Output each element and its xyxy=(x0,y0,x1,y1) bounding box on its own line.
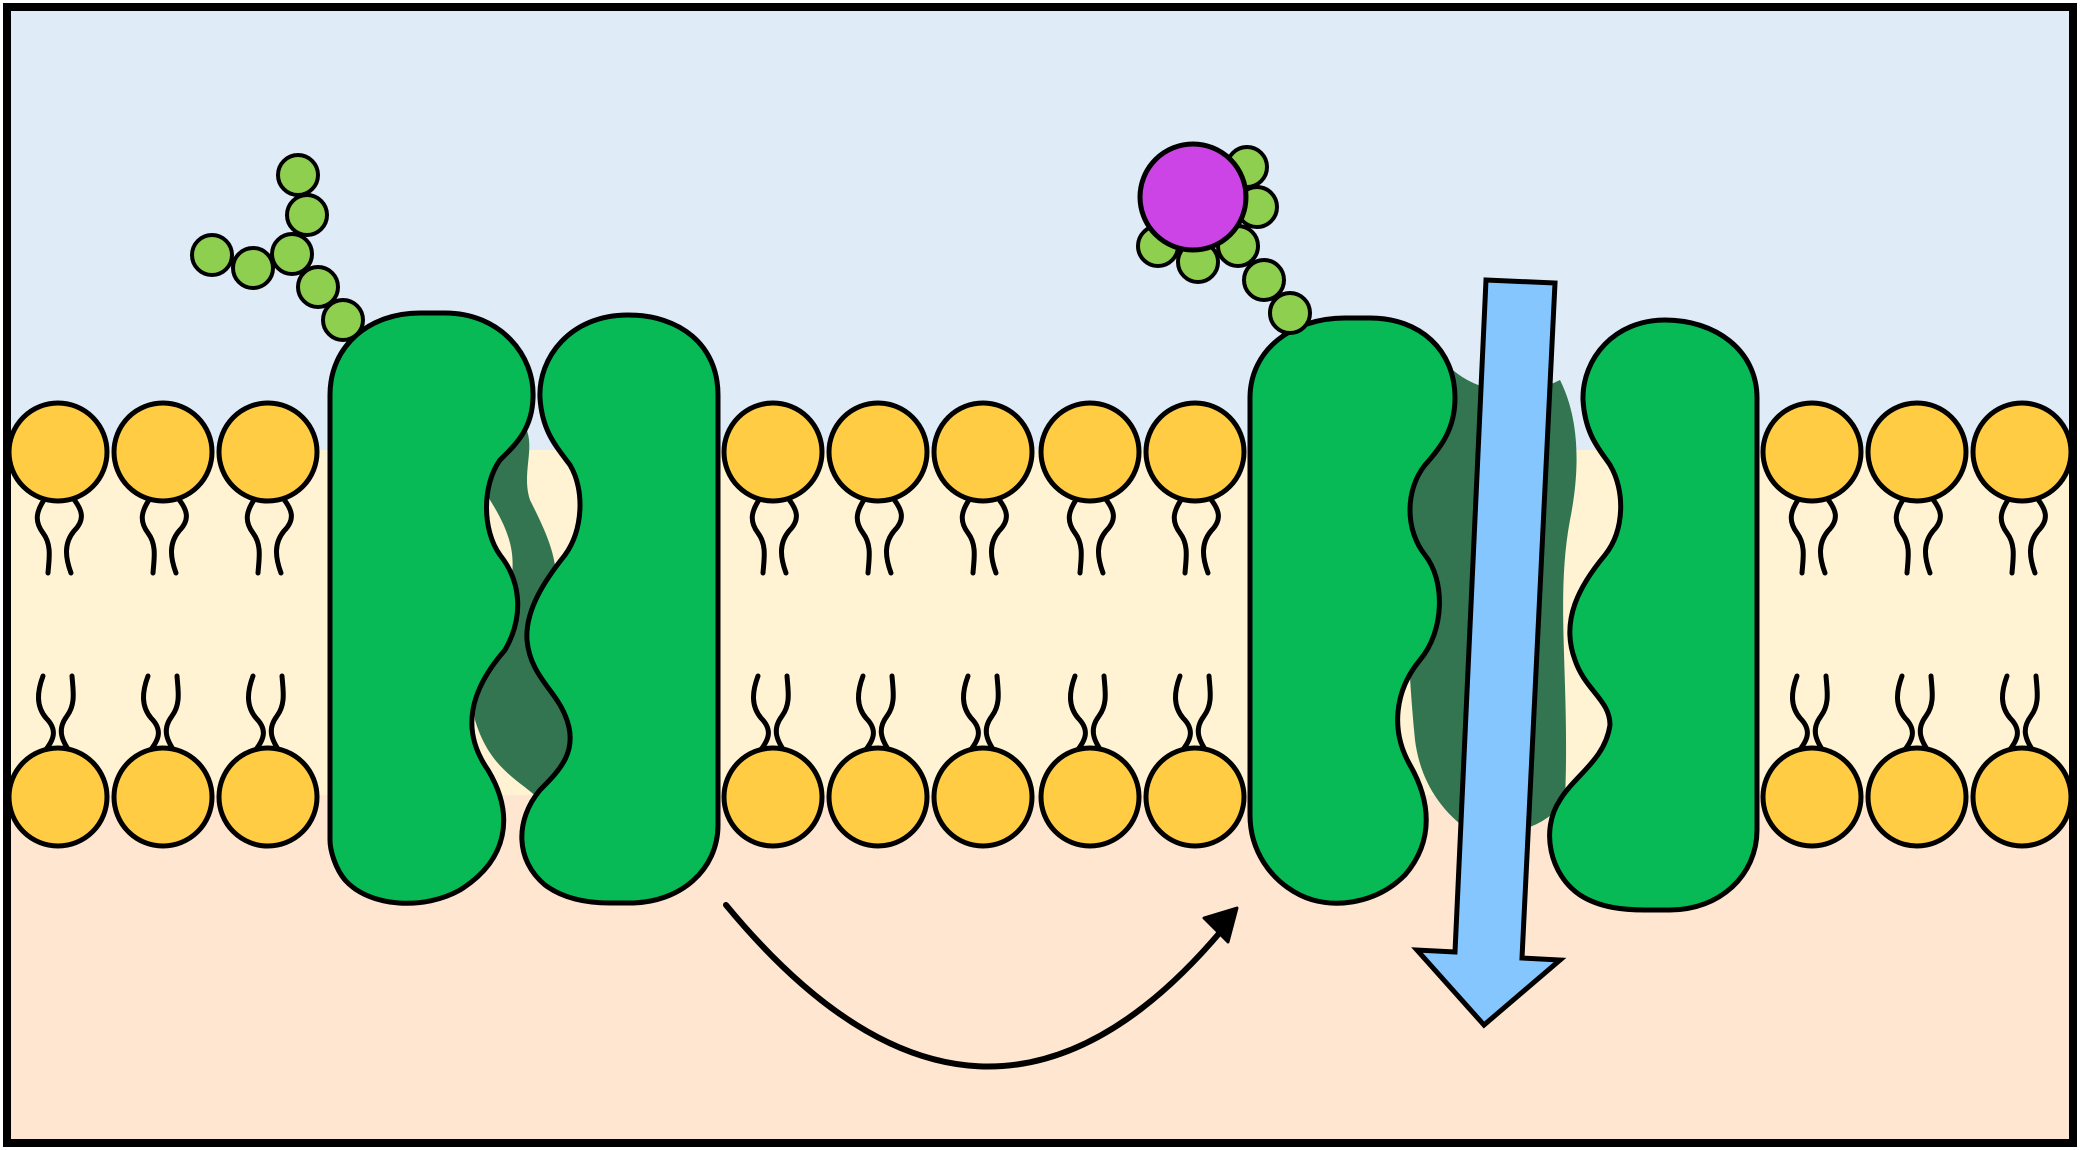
lipid-head xyxy=(1038,400,1142,504)
lipid-head xyxy=(1865,400,1969,504)
membrane-core xyxy=(7,450,2073,795)
lipid-tail xyxy=(989,494,1009,576)
sugar-unit xyxy=(270,232,314,276)
lipid-head xyxy=(1038,745,1142,849)
sugar-unit xyxy=(1268,291,1312,335)
lipid-tail xyxy=(1923,494,1943,576)
lipid-head xyxy=(1865,745,1969,849)
lipid-head xyxy=(6,745,110,849)
lipid-tail xyxy=(961,673,981,755)
lipid-tail xyxy=(1818,494,1838,576)
lipid-tail xyxy=(773,673,791,755)
sugar-unit xyxy=(285,193,329,237)
lipid-head xyxy=(1970,400,2074,504)
lipid-tail xyxy=(244,494,262,576)
lipid-heads xyxy=(6,400,2074,849)
lipid-tail xyxy=(1173,673,1193,755)
open-channel-left-subunit xyxy=(1247,315,1458,906)
sugar-unit xyxy=(190,233,234,277)
open-ion-channel xyxy=(1247,315,1760,913)
ligand-icon xyxy=(1137,141,1249,253)
lipid-head xyxy=(216,400,320,504)
lipid-tail xyxy=(36,673,56,755)
lipid-tail xyxy=(34,494,52,576)
lipid-head xyxy=(1760,745,1864,849)
lipid-tail xyxy=(274,494,294,576)
lipid-tail xyxy=(163,673,181,755)
lipid-head xyxy=(111,400,215,504)
lipid-tails xyxy=(34,494,2048,755)
lipid-head xyxy=(931,745,1035,849)
sugar-unit xyxy=(296,265,340,309)
lipid-tail xyxy=(779,494,799,576)
cytoplasm-space xyxy=(7,795,2073,1143)
sugar-unit xyxy=(1242,258,1286,302)
lipid-tail xyxy=(2000,673,2020,755)
curved-arrow-head xyxy=(1202,906,1239,944)
lipid-tail xyxy=(884,494,904,576)
glycan-icon xyxy=(190,153,365,342)
lipid-tail xyxy=(856,673,876,755)
lipid-head xyxy=(826,745,930,849)
lipid-head xyxy=(826,400,930,504)
lipid-head xyxy=(1143,745,1247,849)
lipid-head xyxy=(111,745,215,849)
lipid-tail xyxy=(1895,673,1915,755)
lipid-tail xyxy=(1893,494,1911,576)
lipid-tail xyxy=(141,673,161,755)
lipid-head xyxy=(721,400,825,504)
lipid-tail xyxy=(1201,494,1221,576)
sugar-unit xyxy=(231,246,275,290)
lipid-tail xyxy=(1096,494,1116,576)
lipid-tail xyxy=(959,494,977,576)
lipid-tail xyxy=(1090,673,1108,755)
lipid-tail xyxy=(268,673,286,755)
sugar-unit xyxy=(321,298,365,342)
lipid-tail xyxy=(246,673,266,755)
curved-arrow-shaft xyxy=(723,902,1225,1070)
lipid-head xyxy=(6,400,110,504)
sugar-unit xyxy=(276,153,320,197)
lipid-tail xyxy=(1998,494,2016,576)
diagram-frame xyxy=(3,3,2077,1147)
lipid-tail xyxy=(1788,494,1806,576)
lipid-tail xyxy=(139,494,157,576)
lipid-tail xyxy=(1917,673,1935,755)
lipid-tail xyxy=(878,673,896,755)
lipid-tail xyxy=(1812,673,1830,755)
lipid-tail xyxy=(1195,673,1213,755)
lipid-tail xyxy=(169,494,189,576)
lipid-tail xyxy=(983,673,1001,755)
lipid-head xyxy=(1760,400,1864,504)
lipid-head xyxy=(721,745,825,849)
lipid-head xyxy=(931,400,1035,504)
lipid-tail xyxy=(1068,673,1088,755)
closed-channel-left-subunit xyxy=(327,310,536,906)
down-arrow-icon xyxy=(1411,277,1567,1029)
lipid-tail xyxy=(749,494,767,576)
lipid-tail xyxy=(1790,673,1810,755)
lipid-tail xyxy=(64,494,84,576)
lipid-head xyxy=(216,745,320,849)
curved-arrow-icon xyxy=(723,902,1239,1070)
open-channel-right-subunit xyxy=(1547,317,1760,913)
lipid-tail xyxy=(854,494,872,576)
lipid-tail xyxy=(751,673,771,755)
lipid-head xyxy=(1970,745,2074,849)
lipid-tail xyxy=(2028,494,2048,576)
closed-channel-pore xyxy=(474,420,572,800)
lipid-tail xyxy=(1171,494,1189,576)
lipid-tail xyxy=(58,673,76,755)
closed-ion-channel xyxy=(327,310,721,906)
lipid-tail xyxy=(2022,673,2040,755)
closed-channel-right-subunit xyxy=(519,312,721,906)
lipid-head xyxy=(1143,400,1247,504)
lipid-tail xyxy=(1066,494,1084,576)
